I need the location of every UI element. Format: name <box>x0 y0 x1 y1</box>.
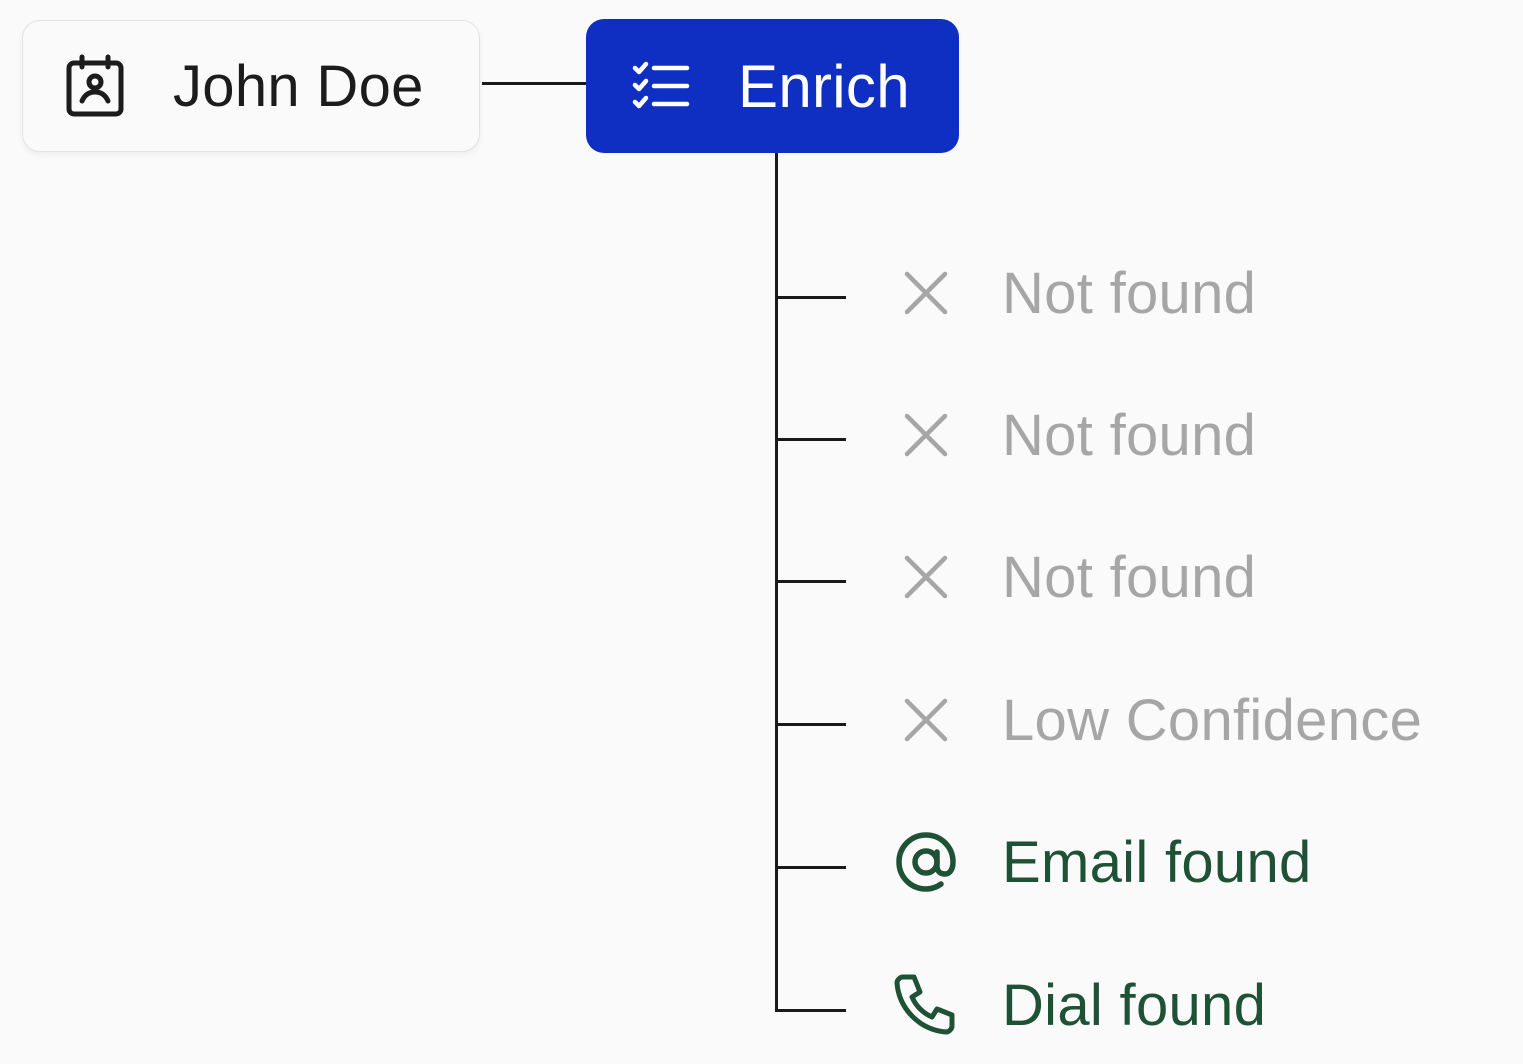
x-icon <box>890 541 962 613</box>
contact-name: John Doe <box>173 53 424 119</box>
x-icon <box>890 684 962 756</box>
connector-branch <box>775 1009 846 1012</box>
at-sign-icon <box>890 826 962 898</box>
result-item: Email found <box>890 822 1312 902</box>
enrich-label: Enrich <box>738 52 910 120</box>
result-label: Email found <box>1002 829 1312 895</box>
connector-branch <box>775 580 846 583</box>
connector-branch <box>775 723 846 726</box>
checklist-icon <box>632 61 690 111</box>
contact-node[interactable]: John Doe <box>22 20 480 152</box>
result-item: Not found <box>890 395 1256 475</box>
connector-branch <box>775 866 846 869</box>
x-icon <box>890 399 962 471</box>
result-item: Not found <box>890 537 1256 617</box>
connector-branch <box>775 296 846 299</box>
result-label: Not found <box>1002 260 1257 326</box>
result-item: Dial found <box>890 965 1266 1045</box>
connector-branch <box>775 438 846 441</box>
enrich-node[interactable]: Enrich <box>586 19 959 153</box>
contact-card-icon <box>65 54 125 118</box>
x-icon <box>890 257 962 329</box>
result-label: Dial found <box>1002 972 1267 1038</box>
result-label: Not found <box>1002 402 1257 468</box>
connector-contact-enrich <box>482 82 586 85</box>
result-label: Low Confidence <box>1002 687 1423 753</box>
result-item: Not found <box>890 253 1256 333</box>
phone-icon <box>890 969 962 1041</box>
result-label: Not found <box>1002 544 1257 610</box>
result-item: Low Confidence <box>890 680 1422 760</box>
